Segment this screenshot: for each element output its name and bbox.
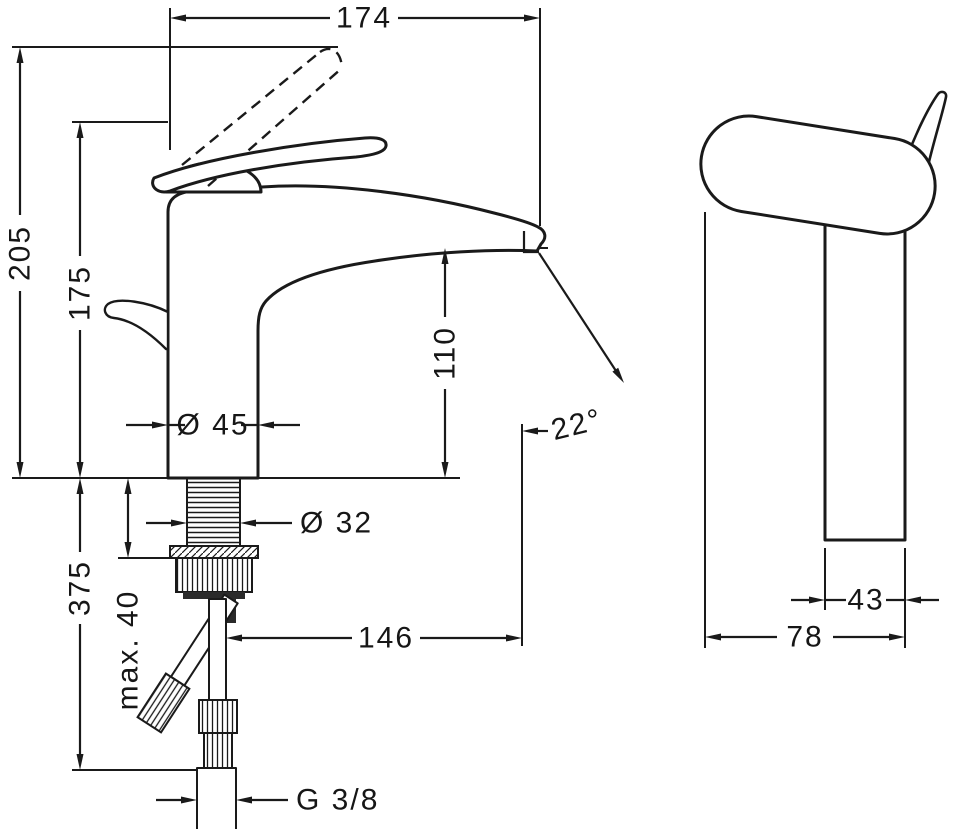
dimension-label-dia32: Ø 32 [300,507,373,540]
dimension-label-375: 375 [64,560,97,616]
dimension-diameter-45: Ø 45 [126,409,300,442]
dashed-lever-edge-lower [207,67,343,187]
arrow-left-icon [258,421,274,429]
arrow-right-icon [524,14,540,22]
arrow-right-icon [889,633,905,641]
hose-tube-straight [208,598,227,701]
dimension-spout-110: 110 [429,248,462,478]
dimension-height-175: 175 [64,122,97,478]
side-lever [103,299,170,351]
arrow-right-icon [181,796,197,804]
arrow-down-icon [76,462,84,478]
arrow-left-icon [236,796,252,804]
arrow-up-icon [76,478,84,494]
aerator-nozzle [522,231,539,254]
arrow-left-icon [170,14,186,22]
arrow-left-icon [240,519,256,527]
dimension-reach-146: 146 [226,622,522,655]
arrow-up-icon [76,122,84,138]
dimension-label-174: 174 [336,2,392,35]
handle-lever [151,136,388,194]
arrow-right-icon [152,421,168,429]
threaded-shank [186,477,241,547]
arrow-left-icon [905,596,921,604]
hose-connector-upper [198,699,238,734]
dimension-label-205: 205 [4,225,37,281]
arrow-down-icon [16,462,24,478]
dashed-lever-tip [319,47,344,69]
handle-raised-dashed [181,47,344,187]
arrow-left-icon [226,634,242,642]
dimension-below-375: 375 [64,478,97,770]
arrow-left-icon [522,427,538,435]
dimension-label-78: 78 [786,621,823,654]
arrow-right-icon [809,596,825,604]
dimension-label-146: 146 [358,622,414,655]
arrow-up-icon [441,248,449,264]
dimension-depth-43: 43 [791,584,939,617]
dimension-diameter-32: Ø 32 [146,507,373,540]
washer [183,592,245,599]
faucet-side-view [699,90,948,542]
stream-line [538,252,619,375]
arrow-right-icon [171,519,187,527]
mounting-nut [175,557,253,593]
dimension-max-40: max. 40 [112,478,145,710]
arrow-stream-icon [612,367,624,383]
arrow-down-icon [441,462,449,478]
arrow-up-icon [16,47,24,63]
dimension-thread-g38: G 3/8 [156,784,379,817]
arrow-down-icon [124,542,132,558]
arrow-down-icon [76,754,84,770]
dimension-label-max40: max. 40 [112,590,145,711]
straight-supply-hose [196,598,238,829]
side-body-column [823,223,907,542]
hose-connector-lower [203,732,233,769]
dimension-depth-78: 78 [705,621,905,654]
dimension-label-175: 175 [64,265,97,321]
dimension-label-43: 43 [847,584,884,617]
arrow-up-icon [124,478,132,494]
hose-tube-angled [169,593,239,687]
faucet-front-view [103,47,547,829]
base-gasket [169,545,259,559]
side-spout-capsule [699,114,937,236]
arrow-right-icon [506,634,522,642]
dimension-width-174: 174 [170,2,540,35]
connection-pipe [196,767,237,829]
arrow-left-icon [705,633,721,641]
dashed-lever-edge-upper [181,51,321,166]
dimension-angle-22: 22° [522,252,624,447]
dimension-height-205: 205 [4,47,37,478]
dimension-label-dia45: Ø 45 [176,409,249,442]
faucet-body-spout [166,184,547,480]
dimension-label-110: 110 [429,326,462,380]
hose-connector-angled [136,672,191,734]
dimension-label-g38: G 3/8 [296,784,379,817]
dimension-label-22deg: 22° [548,403,606,447]
